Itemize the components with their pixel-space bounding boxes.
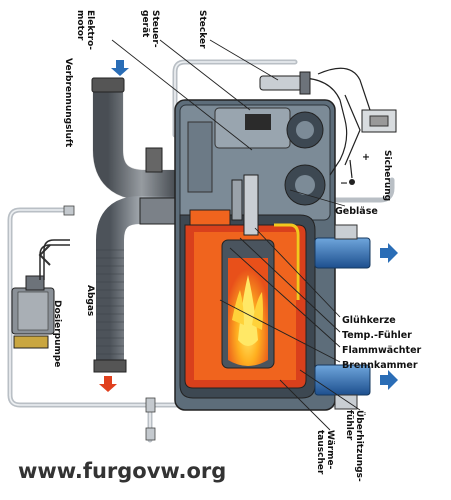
combustion-air-hose xyxy=(91,60,175,201)
wiring xyxy=(299,67,371,179)
label-temp-fuehler: Temp.-Fühler xyxy=(342,330,412,341)
label-elektromotor: Elektro-motor xyxy=(75,10,95,50)
label-brennkammer: Brennkammer xyxy=(342,360,418,371)
label-geblaese: Gebläse xyxy=(335,206,378,217)
label-gluehkerze: Glühkerze xyxy=(342,315,396,326)
exhaust-hose xyxy=(93,196,177,392)
exhaust-out-arrow-icon xyxy=(99,376,117,392)
air-in-arrow-icon xyxy=(111,60,129,76)
label-minus: − xyxy=(340,178,348,189)
fuse xyxy=(349,109,397,185)
water-out-arrow-icon xyxy=(380,243,398,263)
label-plus: + xyxy=(362,152,370,163)
label-abgas: Abgas xyxy=(85,285,95,316)
combustion-chamber xyxy=(179,174,316,399)
label-stecker: Stecker xyxy=(197,10,207,49)
water-in-arrow-icon xyxy=(380,370,398,390)
water-connections xyxy=(314,224,398,410)
leader-lines xyxy=(111,39,361,431)
watermark: www.furgovw.org xyxy=(18,459,226,483)
label-steuergeraet: Steuer-gerät xyxy=(140,10,160,48)
label-dosierpumpe: Dosierpumpe xyxy=(52,300,62,367)
label-sicherung: Sicherung xyxy=(382,150,392,201)
dosing-pump xyxy=(11,239,70,349)
label-flammwaechter: Flammwächter xyxy=(342,345,422,356)
pipe-fittings xyxy=(63,205,156,441)
label-verbrennungsluft: Verbrennungsluft xyxy=(63,58,73,148)
label-waermetauscher: Wärme-tauscher xyxy=(315,430,335,475)
label-ueberhitzungsfuehler: Überhitzungs-fühler xyxy=(344,410,365,482)
connector-plug xyxy=(259,71,311,95)
